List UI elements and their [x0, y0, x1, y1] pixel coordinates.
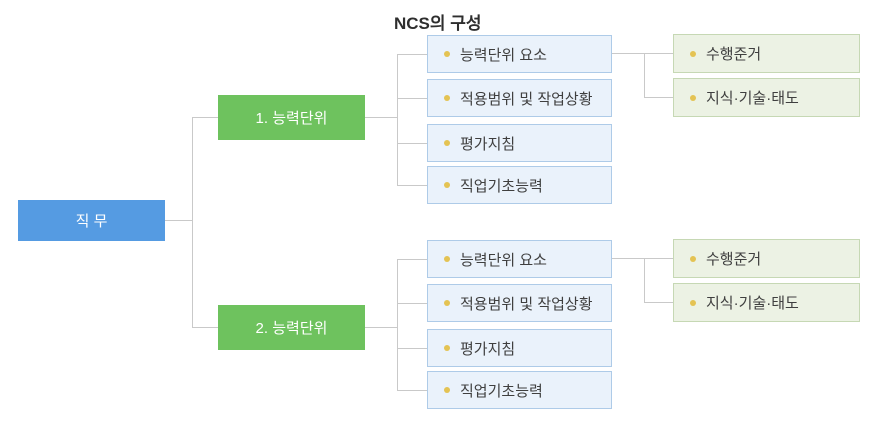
- node-job: 직 무: [18, 200, 165, 241]
- connector-line: [644, 53, 645, 98]
- node-detail-unit1-scope: 적용범위 및 작업상황: [427, 79, 612, 117]
- bullet-icon: [444, 387, 450, 393]
- bullet-icon: [690, 94, 696, 101]
- node-unit-2-label: 2. 능력단위: [255, 320, 328, 337]
- connector-line: [365, 117, 397, 118]
- node-detail-unit2-scope: 적용범위 및 작업상황: [427, 284, 612, 322]
- bullet-icon: [690, 299, 696, 306]
- connector-line: [397, 259, 398, 391]
- connector-line: [397, 98, 427, 99]
- connector-line: [644, 97, 673, 98]
- node-outcome-label: 지식·기술·태도: [706, 90, 799, 107]
- node-detail-label: 능력단위 요소: [460, 251, 547, 269]
- bullet-icon: [444, 140, 450, 146]
- connector-line: [397, 185, 427, 186]
- connector-line: [397, 348, 427, 349]
- node-outcome-unit2-kst: 지식·기술·태도: [673, 283, 860, 322]
- node-detail-unit2-element: 능력단위 요소: [427, 240, 612, 278]
- bullet-icon: [444, 182, 450, 188]
- node-detail-unit1-basic-skills: 직업기초능력: [427, 166, 612, 204]
- connector-line: [397, 390, 427, 391]
- node-unit-1: 1. 능력단위: [218, 95, 365, 140]
- connector-line: [644, 258, 645, 303]
- node-outcome-unit2-criteria: 수행준거: [673, 239, 860, 278]
- node-outcome-label: 수행준거: [706, 251, 762, 268]
- connector-line: [192, 117, 218, 118]
- bullet-icon: [444, 95, 450, 101]
- node-outcome-unit1-criteria: 수행준거: [673, 34, 860, 73]
- node-detail-label: 적용범위 및 작업상황: [460, 295, 593, 313]
- bullet-icon: [690, 50, 696, 57]
- bullet-icon: [444, 345, 450, 351]
- node-outcome-label: 수행준거: [706, 46, 762, 63]
- bullet-icon: [444, 256, 450, 262]
- node-outcome-unit1-kst: 지식·기술·태도: [673, 78, 860, 117]
- node-detail-label: 직업기초능력: [460, 177, 543, 195]
- node-detail-unit1-evaluation: 평가지침: [427, 124, 612, 162]
- node-detail-unit2-basic-skills: 직업기초능력: [427, 371, 612, 409]
- diagram-title: NCS의 구성: [394, 14, 482, 33]
- connector-line: [365, 327, 397, 328]
- connector-line: [165, 220, 192, 221]
- node-detail-label: 직업기초능력: [460, 382, 543, 400]
- connector-line: [192, 327, 218, 328]
- connector-line: [644, 302, 673, 303]
- connector-line: [397, 143, 427, 144]
- node-outcome-label: 지식·기술·태도: [706, 295, 799, 312]
- connector-line: [612, 53, 673, 54]
- node-detail-label: 평가지침: [460, 135, 516, 153]
- node-unit-1-label: 1. 능력단위: [255, 110, 328, 127]
- node-detail-label: 평가지침: [460, 340, 516, 358]
- node-job-label: 직 무: [75, 213, 108, 230]
- node-detail-label: 적용범위 및 작업상황: [460, 90, 593, 108]
- connector-line: [397, 259, 427, 260]
- bullet-icon: [444, 300, 450, 306]
- node-detail-unit2-evaluation: 평가지침: [427, 329, 612, 367]
- node-unit-2: 2. 능력단위: [218, 305, 365, 350]
- connector-line: [612, 258, 673, 259]
- bullet-icon: [444, 51, 450, 57]
- node-detail-label: 능력단위 요소: [460, 46, 547, 64]
- connector-line: [397, 54, 427, 55]
- bullet-icon: [690, 255, 696, 262]
- connector-line: [397, 54, 398, 186]
- connector-line: [397, 303, 427, 304]
- node-detail-unit1-element: 능력단위 요소: [427, 35, 612, 73]
- connector-line: [192, 117, 193, 328]
